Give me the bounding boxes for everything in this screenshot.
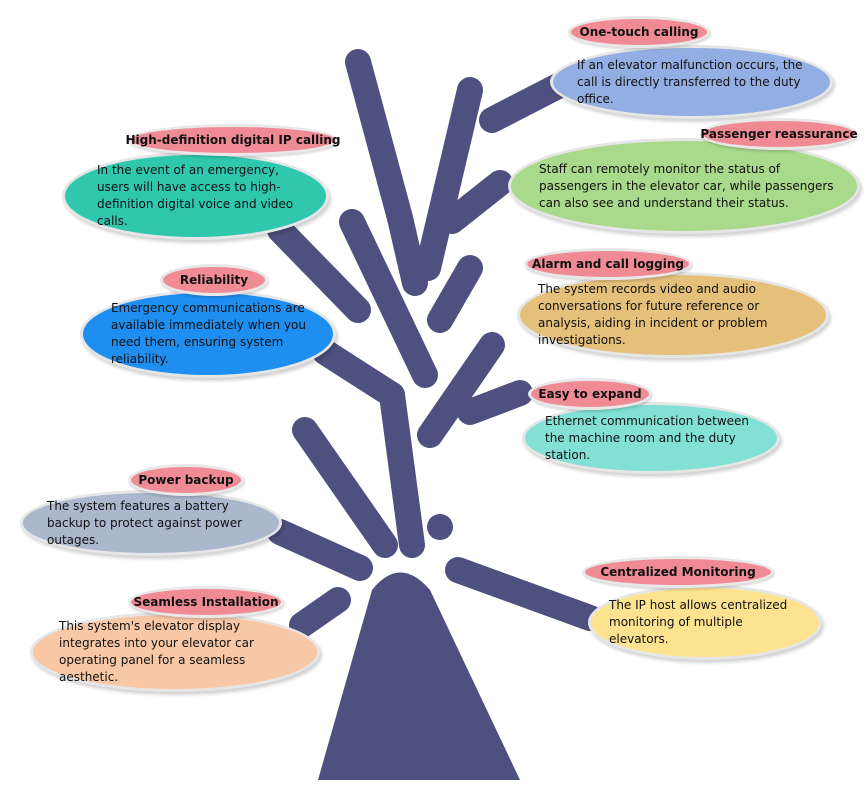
tree-trunk: [318, 572, 520, 780]
branch: [312, 339, 405, 408]
feature-label-alarm: Alarm and call logging: [524, 248, 692, 280]
branch-knot: [427, 514, 453, 540]
feature-label-expand: Easy to expand: [528, 378, 652, 410]
branch: [339, 209, 438, 388]
feature-text: The system features a battery backup to …: [47, 498, 243, 547]
feature-text: Emergency communications are available i…: [111, 301, 306, 366]
branch: [289, 587, 351, 638]
feature-bubble-hd-ip: In the event of an emergency, users will…: [62, 152, 329, 240]
branch: [479, 72, 573, 133]
branch: [445, 557, 603, 631]
branch: [387, 205, 428, 296]
feature-text: This system's elevator display integrate…: [59, 619, 254, 684]
feature-label-monitoring: Centralized Monitoring: [582, 556, 774, 588]
feature-bubble-passenger: Staff can remotely monitor the status of…: [508, 138, 860, 234]
feature-text: The system records video and audio conve…: [538, 282, 768, 347]
feature-bubble-monitoring: The IP host allows centralized monitorin…: [588, 585, 822, 660]
branch: [345, 49, 413, 231]
feature-label-seamless: Seamless Installation: [128, 586, 284, 618]
feature-label-hd-ip: High-definition digital IP calling: [126, 124, 341, 156]
branch: [417, 332, 505, 448]
feature-label-reliability: Reliability: [160, 264, 268, 296]
feature-label-passenger: Passenger reassurance: [700, 118, 858, 150]
branch: [427, 255, 483, 333]
feature-text: If an elevator malfunction occurs, the c…: [577, 57, 803, 106]
feature-label-power: Power backup: [128, 464, 244, 496]
branch: [379, 382, 425, 558]
feature-text: In the event of an emergency, users will…: [97, 163, 294, 228]
branch: [267, 519, 373, 581]
feature-bubble-one-touch: If an elevator malfunction occurs, the c…: [550, 45, 833, 119]
feature-text: Ethernet communication between the machi…: [545, 413, 750, 462]
feature-bubble-power: The system features a battery backup to …: [20, 490, 282, 556]
feature-bubble-seamless: This system's elevator display integrate…: [30, 612, 320, 692]
branch: [457, 380, 533, 425]
feature-text: The IP host allows centralized monitorin…: [609, 598, 788, 646]
feature-bubble-alarm: The system records video and audio conve…: [517, 272, 829, 358]
feature-label-one-touch: One-touch calling: [568, 16, 710, 48]
branch: [415, 77, 483, 281]
branch: [267, 217, 371, 323]
feature-bubble-reliability: Emergency communications are available i…: [80, 290, 336, 378]
branch: [439, 170, 513, 234]
feature-text: Staff can remotely monitor the status of…: [539, 161, 834, 210]
feature-bubble-expand: Ethernet communication between the machi…: [522, 402, 780, 474]
branch: [292, 417, 398, 558]
